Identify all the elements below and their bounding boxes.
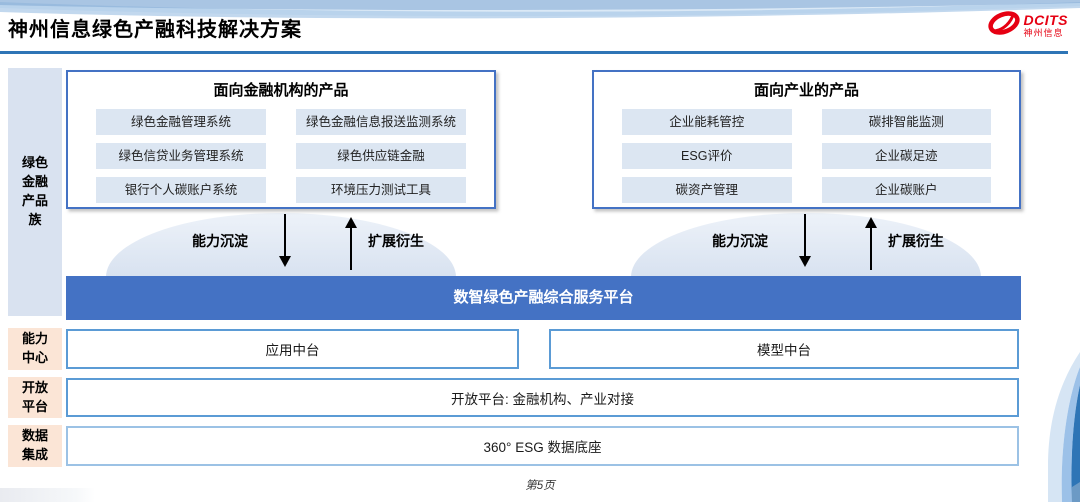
panel-title: 面向金融机构的产品: [213, 82, 349, 99]
app-middle-platform-box: 应用中台: [66, 329, 519, 369]
panel-industry-products: 面向产业的产品 企业能耗管控 碳排智能监测 ESG评价 企业碳足迹 碳资产管理 …: [592, 70, 1021, 209]
panel-grid: 绿色金融管理系统 绿色金融信息报送监测系统 绿色信贷业务管理系统 绿色供应链金融…: [96, 109, 466, 203]
expand-derive-label: 扩展衍生: [888, 233, 944, 249]
digital-green-platform-bar: 数智绿色产融综合服务平台: [66, 276, 1021, 320]
product-item: 银行个人碳账户系统: [96, 177, 266, 203]
product-item: 环境压力测试工具: [296, 177, 466, 203]
product-item: ESG评价: [622, 143, 792, 169]
product-item: 企业能耗管控: [622, 109, 792, 135]
expand-derive-label: 扩展衍生: [368, 233, 424, 249]
panel-financial-institution-products: 面向金融机构的产品 绿色金融管理系统 绿色金融信息报送监测系统 绿色信贷业务管理…: [66, 70, 496, 209]
bottom-left-swoosh-decoration: [0, 488, 95, 502]
sidebar-item-capability-center: 能力 中心: [8, 328, 62, 370]
sidebar-item-data-integration: 数据 集成: [8, 425, 62, 467]
page-number: 第5页: [525, 480, 555, 492]
header-underline: [0, 51, 1068, 54]
up-arrow-icon: [345, 217, 357, 270]
dcits-logo: DCITS 神州信息: [987, 9, 1069, 42]
panel-grid: 企业能耗管控 碳排智能监测 ESG评价 企业碳足迹 碳资产管理 企业碳账户: [622, 109, 991, 203]
product-item: 碳资产管理: [622, 177, 792, 203]
open-platform-box: 开放平台: 金融机构、产业对接: [66, 378, 1019, 417]
capability-precipitation-label: 能力沉淀: [192, 233, 248, 249]
logo-brand-text: DCITS: [1023, 12, 1068, 28]
dcits-swoosh-icon: [987, 9, 1021, 42]
arrow-group-right: 能力沉淀 扩展衍生: [712, 214, 956, 270]
down-arrow-icon: [799, 214, 811, 267]
product-item: 绿色金融信息报送监测系统: [296, 109, 466, 135]
sidebar-item-open-platform: 开放 平台: [8, 377, 62, 418]
product-item: 绿色供应链金融: [296, 143, 466, 169]
product-item: 碳排智能监测: [821, 109, 991, 135]
logo-company-text: 神州信息: [1023, 28, 1064, 38]
product-item: 企业碳账户: [821, 177, 991, 203]
product-item: 绿色金融管理系统: [96, 109, 266, 135]
panel-title: 面向产业的产品: [753, 82, 859, 99]
header-swoosh-decoration: [0, 0, 1080, 19]
capability-precipitation-label: 能力沉淀: [712, 233, 768, 249]
down-arrow-icon: [279, 214, 291, 267]
product-item: 企业碳足迹: [821, 143, 991, 169]
model-middle-platform-box: 模型中台: [549, 329, 1019, 369]
sidebar-item-green-finance-product-family: 绿色 金融 产品 族: [8, 68, 62, 316]
product-item: 绿色信贷业务管理系统: [96, 143, 266, 169]
arrow-group-left: 能力沉淀 扩展衍生: [192, 214, 436, 270]
page-title: 神州信息绿色产融科技解决方案: [8, 19, 302, 41]
bottom-right-swoosh-decoration: [1048, 352, 1080, 502]
esg-data-base-box: 360° ESG 数据底座: [66, 426, 1019, 466]
up-arrow-icon: [865, 217, 877, 270]
